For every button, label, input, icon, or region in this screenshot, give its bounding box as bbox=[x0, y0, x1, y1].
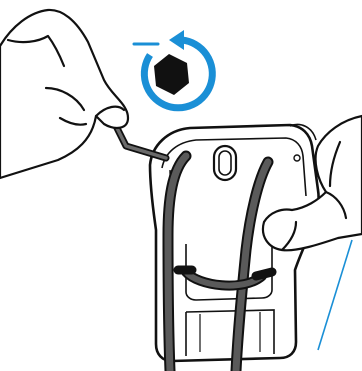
hex-bolt-icon bbox=[154, 54, 189, 95]
left-hand bbox=[0, 10, 128, 178]
keyhole-slot bbox=[214, 146, 236, 180]
callout-line bbox=[318, 240, 352, 350]
